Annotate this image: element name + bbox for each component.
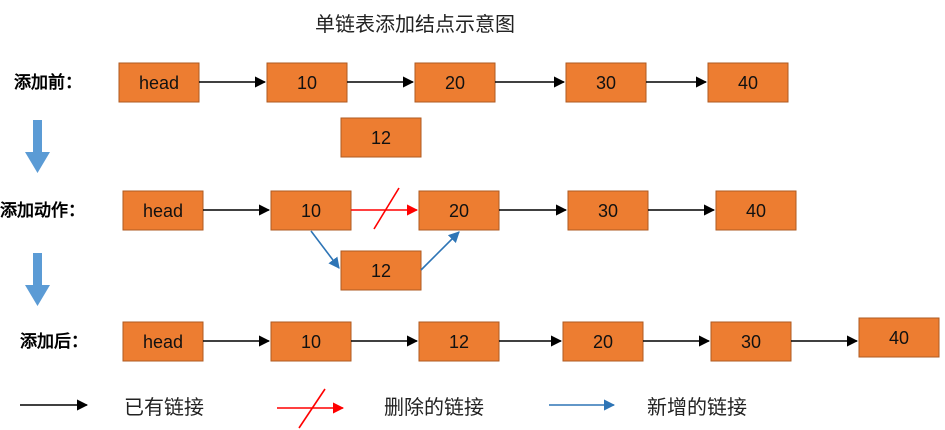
legend-new-link: 新增的链接: [549, 395, 747, 419]
before-node-20: 20: [414, 62, 496, 103]
legend-deleted-link: 删除的链接: [277, 388, 484, 429]
action-node-30: 30: [567, 190, 649, 231]
row-label-before: 添加前：: [14, 72, 82, 93]
before-node-40: 40: [707, 62, 789, 103]
action-node-40: 40: [715, 190, 797, 231]
before-node-10: 10: [266, 62, 348, 103]
svg-text:10: 10: [301, 201, 321, 221]
svg-text:40: 40: [738, 73, 758, 93]
svg-text:12: 12: [449, 332, 469, 352]
svg-text:30: 30: [596, 73, 616, 93]
svg-text:10: 10: [301, 332, 321, 352]
action-new-link-12-20: [420, 231, 460, 271]
legend-deleted-label: 删除的链接: [384, 395, 484, 419]
legend-new-label: 新增的链接: [647, 395, 747, 419]
action-node-20: 20: [418, 190, 500, 231]
svg-text:10: 10: [297, 73, 317, 93]
action-deleted-link-10-20: [351, 187, 419, 230]
after-node-30: 30: [710, 321, 792, 362]
legend-existing-link: 已有链接: [20, 395, 204, 419]
svg-text:head: head: [139, 73, 179, 93]
after-node-head: head: [122, 321, 204, 362]
row-label-action: 添加动作：: [0, 200, 85, 221]
action-new-link-10-12: [310, 230, 340, 269]
row-label-after: 添加后：: [20, 331, 88, 352]
action-node-10: 10: [270, 190, 352, 231]
before-pending-node-12: 12: [340, 117, 422, 158]
svg-text:head: head: [143, 201, 183, 221]
svg-text:20: 20: [445, 73, 465, 93]
after-node-10: 10: [270, 321, 352, 362]
after-node-12: 12: [418, 321, 500, 362]
svg-text:20: 20: [449, 201, 469, 221]
svg-text:12: 12: [371, 261, 391, 281]
legend-existing-label: 已有链接: [124, 395, 204, 419]
action-inserted-node-12: 12: [340, 250, 422, 291]
svg-text:40: 40: [746, 201, 766, 221]
step-down-arrow-2: [25, 253, 50, 306]
before-node-30: 30: [565, 62, 647, 103]
action-node-head: head: [122, 190, 204, 231]
diagram-title: 单链表添加结点示意图: [315, 12, 515, 36]
svg-text:30: 30: [598, 201, 618, 221]
svg-text:12: 12: [371, 128, 391, 148]
svg-text:head: head: [143, 332, 183, 352]
step-down-arrow-1: [25, 120, 50, 173]
after-node-20: 20: [562, 321, 644, 362]
after-node-40: 40: [858, 317, 940, 358]
svg-text:20: 20: [593, 332, 613, 352]
svg-text:40: 40: [889, 328, 909, 348]
before-node-head: head: [118, 62, 200, 103]
svg-text:30: 30: [741, 332, 761, 352]
